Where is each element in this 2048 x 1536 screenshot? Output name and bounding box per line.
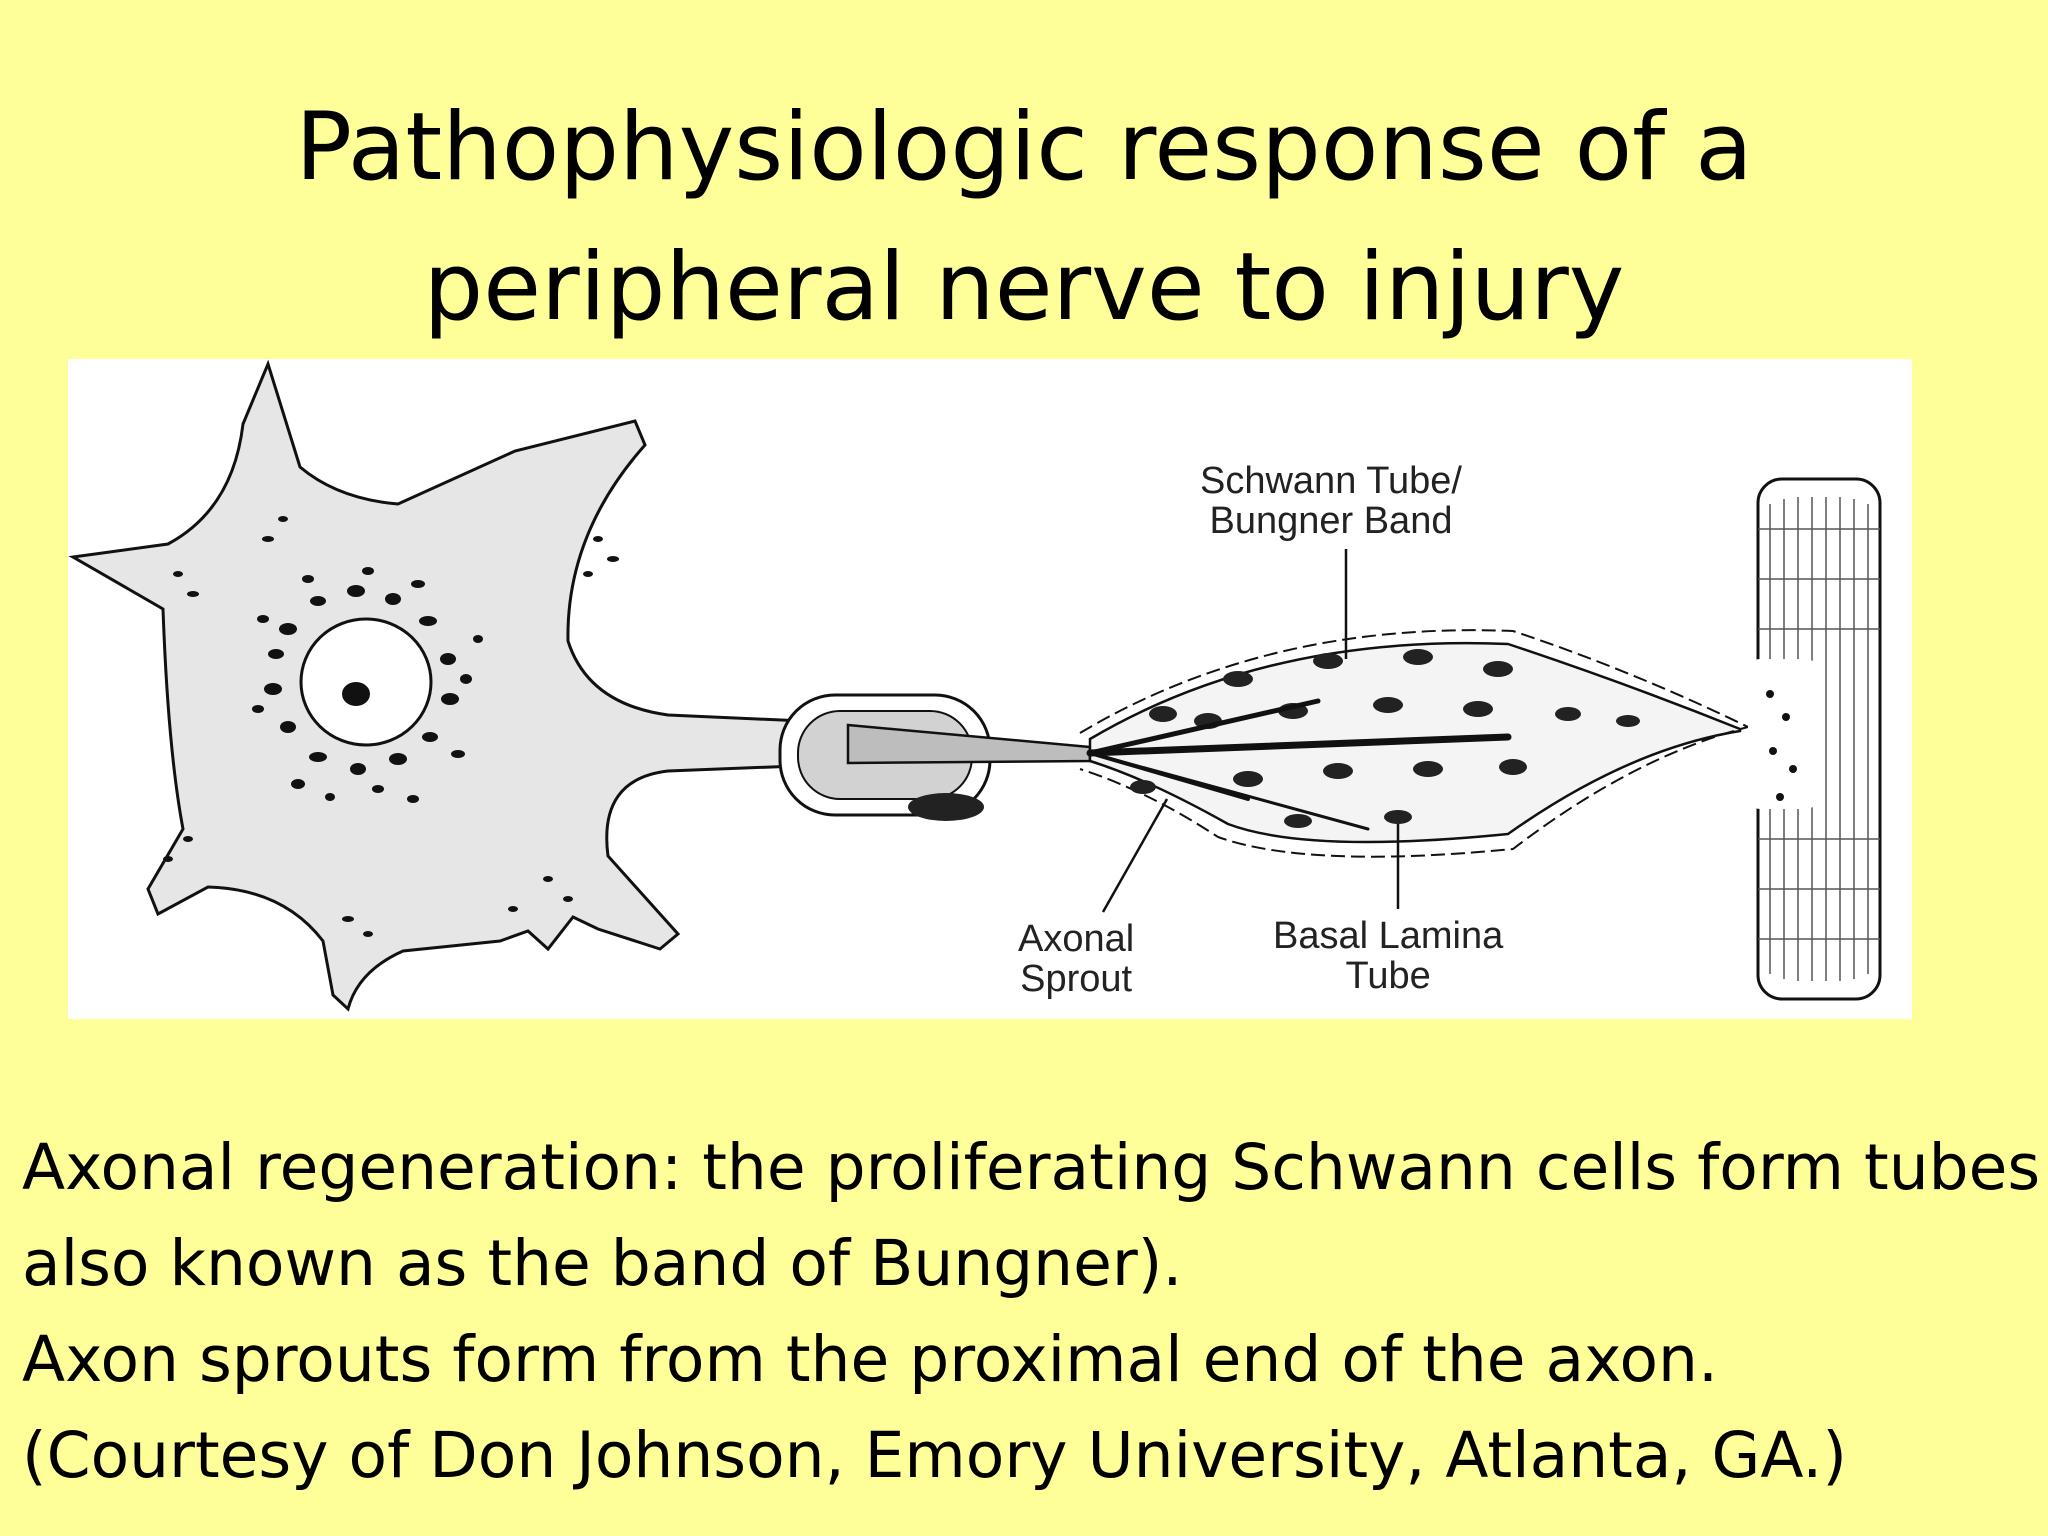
diagram-drawing [68, 359, 1882, 1012]
schwann-cells [1130, 649, 1640, 828]
basal-lamina-outline [1079, 629, 1751, 858]
nucleus [299, 617, 433, 747]
caption-line-4: (Courtesy of Don Johnson, Emory Universi… [22, 1419, 1847, 1492]
nucleolus [342, 682, 370, 706]
caption: Axonal regeneration: the proliferating S… [22, 1120, 2048, 1504]
label-basal-lamina: Basal Lamina Tube [1273, 916, 1503, 996]
label-schwann-tube: Schwann Tube/ Bungner Band [1200, 461, 1462, 541]
neuron-cell-body [68, 359, 850, 1012]
leader-lines [1101, 549, 1400, 913]
axonal-sprouts [1086, 698, 1512, 831]
label-axonal-sprout: Axonal Sprout [1018, 919, 1134, 999]
label-basal-lamina-line-2: Tube [1345, 955, 1431, 997]
label-basal-lamina-line-1: Basal Lamina [1273, 915, 1504, 957]
muscle-nuclei [1766, 690, 1797, 801]
endplate-region [1748, 659, 1818, 809]
caption-line-1: Axonal regeneration: the proliferating S… [22, 1131, 2041, 1204]
nissl-granules [163, 516, 619, 937]
nerve-regeneration-diagram: Schwann Tube/ Bungner Band Axonal Sprout… [68, 359, 1912, 1019]
caption-line-3: Axon sprouts form from the proximal end … [22, 1323, 1718, 1396]
label-schwann-tube-line-1: Schwann Tube/ [1200, 460, 1462, 502]
title-line-2: peripheral nerve to injury [423, 233, 1625, 342]
slide-title: Pathophysiologic response of a periphera… [0, 78, 2048, 358]
title-line-1: Pathophysiologic response of a [295, 93, 1753, 202]
caption-line-2: also known as the band of Bungner). [22, 1227, 1183, 1300]
label-schwann-tube-line-2: Bungner Band [1209, 500, 1453, 542]
schwann-nucleus [908, 793, 984, 821]
label-axonal-sprout-line-1: Axonal [1018, 918, 1135, 960]
label-axonal-sprout-line-2: Sprout [1020, 958, 1133, 1000]
